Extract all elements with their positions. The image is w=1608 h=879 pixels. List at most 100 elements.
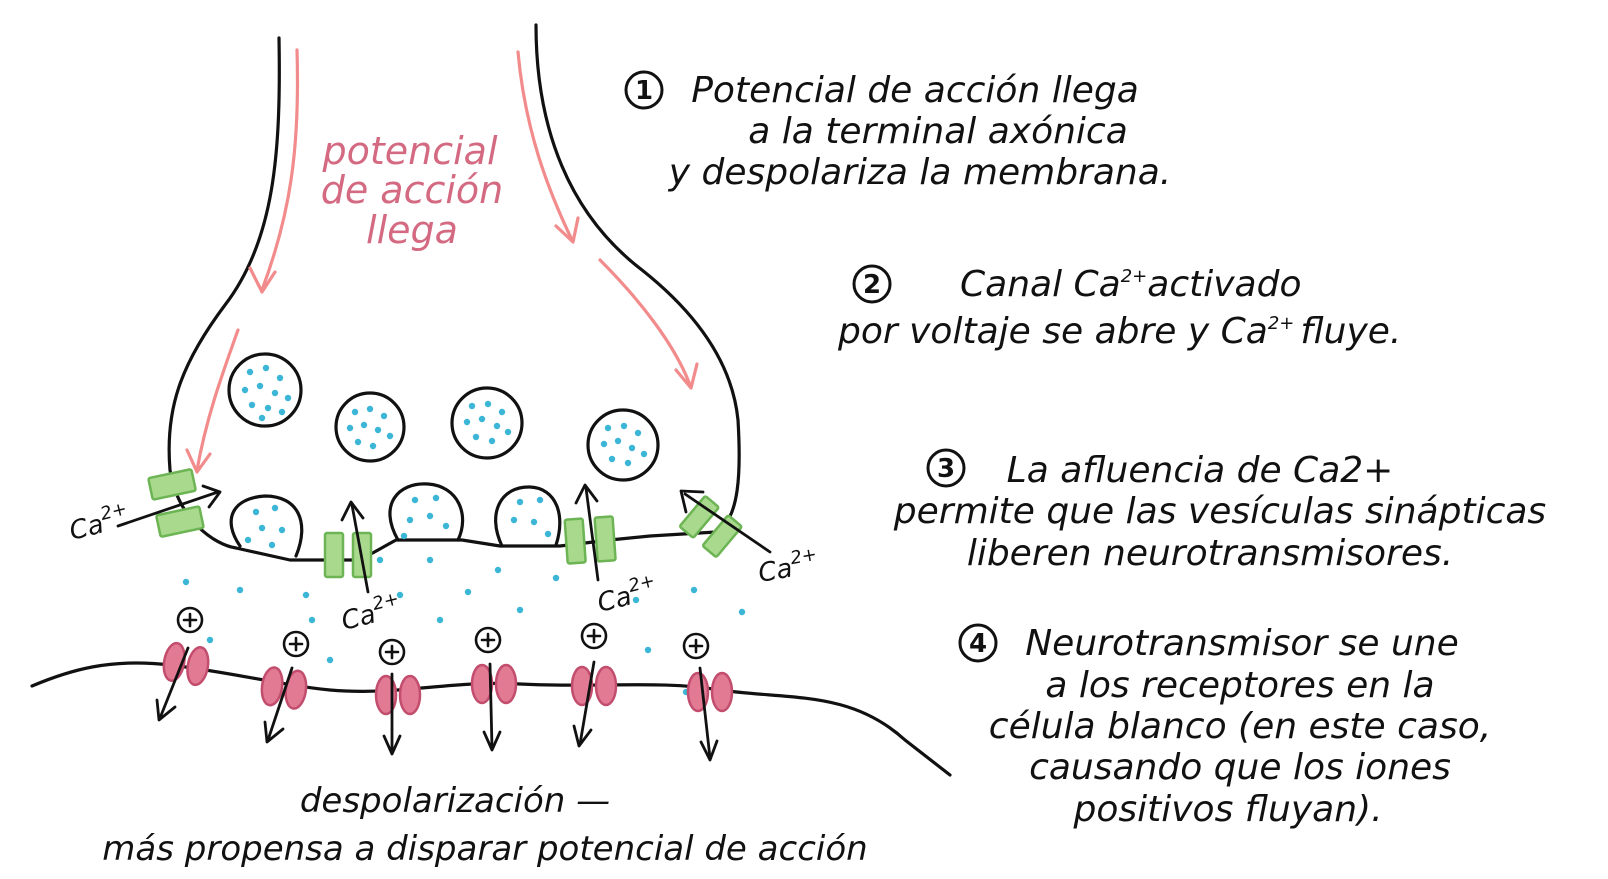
neurotransmitter-dot (604, 424, 612, 432)
neurotransmitter-dot (206, 636, 214, 644)
neurotransmitter-dot (552, 574, 560, 582)
neurotransmitter-dot (276, 374, 284, 382)
step-3-line-3: liberen neurotransmisores. (967, 533, 1453, 574)
vesicle-icon (586, 408, 660, 482)
neurotransmitter-dot (690, 586, 698, 594)
step-2-line-2: por voltaje se abre y Ca2+fluye. (837, 311, 1401, 352)
vesicles (227, 352, 660, 482)
neurotransmitter-dot (464, 588, 472, 596)
neurotransmitter-dot (256, 382, 264, 390)
step-number-badge (624, 70, 664, 110)
receptor-icon (162, 641, 210, 687)
step-3: 3 La afluencia de Ca2+ permite que las v… (893, 448, 1546, 574)
neurotransmitter-dot (600, 440, 608, 448)
neurotransmitter-dot (241, 386, 249, 394)
action-potential-arrows (185, 48, 699, 474)
neurotransmitter-dot (271, 504, 279, 512)
calcium-influx-arrows (116, 483, 772, 594)
neurotransmitter-dot (498, 408, 506, 416)
step-3-line-1: La afluencia de Ca2+ (1007, 450, 1394, 491)
neurotransmitter-dot (468, 402, 476, 410)
step-4: 4 Neurotransmisor se une a los receptore… (958, 623, 1491, 830)
neurotransmitter-dot (516, 498, 524, 506)
ion-inflow-arrows (155, 646, 719, 762)
fusing-vesicle-1 (229, 494, 304, 558)
receptor-icon (686, 671, 734, 713)
neurotransmitter-dot (278, 408, 286, 416)
neurotransmitter-dot (406, 516, 414, 524)
neurotransmitter-dot (380, 412, 388, 420)
bottom-caption: despolarización — más propensa a dispara… (102, 781, 867, 869)
neurotransmitter-dot (244, 536, 252, 544)
step-1-line-2: a la terminal axónica (748, 111, 1128, 152)
receptor-icon (470, 663, 518, 705)
neurotransmitter-dot (284, 394, 292, 402)
step-2-line-1: Canal Ca2+activado (960, 264, 1301, 305)
neurotransmitter-dot (236, 586, 244, 594)
neurotransmitter-dot (366, 405, 374, 413)
neurotransmitter-dot (608, 455, 616, 463)
neurotransmitter-dot (248, 401, 256, 409)
neurotransmitter-dot (411, 496, 419, 504)
neurotransmitter-dot (426, 512, 434, 520)
neurotransmitter-dot (628, 444, 636, 452)
neurotransmitter-dot (484, 400, 492, 408)
step-4-line-2: a los receptores en la (1045, 665, 1434, 706)
step-number: 3 (937, 454, 955, 484)
neurotransmitter-dot (264, 404, 272, 412)
step-4-line-4: causando que los iones (1029, 747, 1451, 788)
step-number: 4 (969, 629, 987, 659)
neurotransmitter-dot (644, 646, 652, 654)
arrival-arrow-left-lower (195, 328, 240, 472)
calcium-channel-icon (147, 468, 205, 538)
ca-label: Ca2+ (337, 588, 404, 637)
neurotransmitter-dot (351, 408, 359, 416)
step-1: 1 Potencial de acción llega a la termina… (624, 70, 1171, 193)
neurotransmitter-dot (493, 422, 501, 430)
positive-ion-icon (176, 606, 204, 634)
neurotransmitter-dot (530, 518, 538, 526)
neurotransmitter-dot (386, 432, 394, 440)
step-number: 2 (863, 270, 881, 300)
neurotransmitter-dot (360, 421, 368, 429)
neurotransmitter-dot (504, 428, 512, 436)
neurotransmitter-dot (536, 496, 544, 504)
vesicle-icon (334, 391, 406, 463)
fusing-vesicle-3 (494, 485, 562, 548)
presynaptic-membrane (234, 530, 718, 562)
vesicle-icon (450, 386, 524, 460)
arrival-label-line-3: llega (366, 208, 458, 252)
calcium-channels (147, 468, 743, 579)
neurotransmitter-dot (544, 530, 552, 538)
neurotransmitter-dot (478, 415, 486, 423)
neurotransmitter-dot (494, 566, 502, 574)
arrival-arrow-right-lower (598, 258, 692, 387)
step-4-line-5: positivos fluyan). (1072, 789, 1382, 830)
neurotransmitter-dot (374, 426, 382, 434)
neurotransmitter-dot (376, 556, 384, 564)
step-number-badge (926, 448, 966, 488)
neurotransmitter-dot (620, 422, 628, 430)
step-3-line-2: permite que las vesículas sinápticas (893, 491, 1546, 532)
neurotransmitter-dot (326, 656, 334, 664)
step-4-line-3: célula blanco (en este caso, (989, 706, 1491, 747)
neurotransmitter-dot (634, 429, 642, 437)
neurotransmitter-dot (346, 424, 354, 432)
neurotransmitter-dot (488, 437, 496, 445)
neurotransmitter-dot (302, 591, 310, 599)
step-number: 1 (635, 76, 653, 106)
step-1-line-1: Potencial de acción llega (691, 70, 1139, 111)
arrival-label-line-1: potencial (321, 129, 497, 173)
vesicle-icon (227, 352, 303, 428)
neurotransmitter-dot (516, 606, 524, 614)
neurotransmitter-dot (463, 418, 471, 426)
neurotransmitter-dot (738, 608, 746, 616)
fusing-vesicle-2 (388, 482, 465, 542)
positive-ion-icon (580, 622, 608, 650)
neurotransmitter-dot (271, 389, 279, 397)
neurotransmitter-dot (614, 437, 622, 445)
positive-ions (176, 606, 710, 666)
receptor-icon (570, 665, 618, 707)
neurotransmitter-dot (632, 596, 640, 604)
